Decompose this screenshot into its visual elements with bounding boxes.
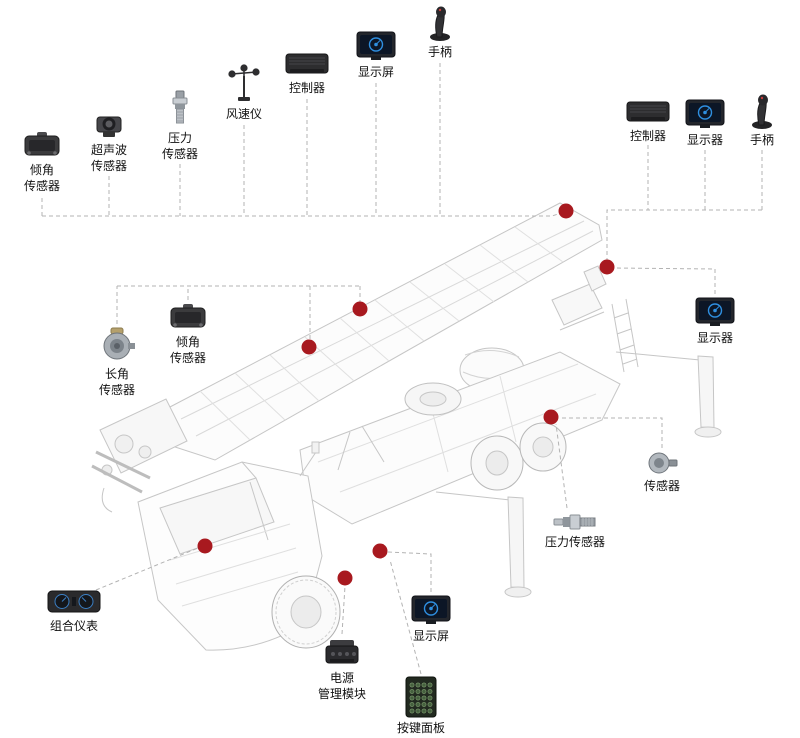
component-tilt-sensor-mid: 倾角 传感器 — [168, 302, 208, 366]
component-label: 压力 传感器 — [161, 131, 199, 161]
component-label: 倾角 传感器 — [23, 163, 60, 193]
sensor-location-dot — [372, 543, 388, 559]
controller-icon — [625, 98, 671, 126]
component-tilt-sensor-top-left: 倾角 传感器 — [22, 130, 62, 194]
component-joystick-right: 手柄 — [749, 92, 775, 149]
tilt-sensor-icon — [168, 302, 208, 332]
component-power-module: 电源 管理模块 — [318, 636, 366, 702]
component-label: 控制器 — [288, 81, 325, 95]
component-label: 超声波 传感器 — [90, 143, 127, 173]
sensor-location-dot — [599, 259, 615, 275]
power-module-icon — [322, 636, 362, 668]
component-ultrasonic-sensor: 超声波 传感器 — [90, 112, 128, 174]
component-label: 显示器 — [696, 331, 733, 345]
component-anemometer: 风速仪 — [226, 64, 262, 123]
component-label: 按键面板 — [396, 721, 446, 735]
component-display-top: 显示屏 — [355, 30, 397, 81]
angle-sensor-icon — [98, 326, 136, 364]
component-label: 倾角 传感器 — [169, 335, 206, 365]
component-sensor-right: 传感器 — [644, 450, 680, 495]
component-label: 长角 传感器 — [98, 367, 135, 397]
sensor-location-dot — [543, 409, 559, 425]
sensor-location-dot — [197, 538, 213, 554]
display-icon — [694, 296, 736, 328]
sensor-location-dot — [337, 570, 353, 586]
controller-icon — [284, 50, 330, 78]
anemometer-icon — [226, 64, 262, 104]
component-display-mid-right: 显示器 — [694, 296, 736, 347]
instrument-cluster-icon — [47, 588, 101, 616]
component-keypad: 按键面板 — [397, 676, 445, 737]
component-label: 控制器 — [629, 129, 666, 143]
display-icon — [355, 30, 397, 62]
tilt-sensor-icon — [22, 130, 62, 160]
component-length-angle-sensor: 长角 传感器 — [98, 326, 136, 398]
joystick-icon — [749, 92, 775, 130]
component-instrument-cluster: 组合仪表 — [47, 588, 101, 635]
component-pressure-sensor-lower: 压力传感器 — [545, 512, 605, 551]
component-label: 电源 管理模块 — [317, 671, 367, 701]
ultrasonic-sensor-icon — [90, 112, 128, 140]
pressure-sensor-icon — [168, 90, 192, 128]
sensor-location-dot — [301, 339, 317, 355]
component-pressure-sensor-top: 压力 传感器 — [162, 90, 198, 162]
component-label: 传感器 — [643, 479, 681, 493]
keypad-icon — [404, 676, 438, 718]
component-label: 手柄 — [749, 133, 774, 147]
joystick-icon — [427, 4, 453, 42]
component-label: 显示屏 — [412, 629, 449, 643]
component-label: 压力传感器 — [544, 535, 606, 549]
sensor-icon — [645, 450, 679, 476]
sensor-location-dot — [352, 301, 368, 317]
component-controller-top: 控制器 — [284, 50, 330, 97]
display-icon — [684, 98, 726, 130]
component-controller-right: 控制器 — [625, 98, 671, 145]
component-display-bottom: 显示屏 — [410, 594, 452, 645]
pressure-sensor-icon — [553, 512, 597, 532]
component-label: 手柄 — [427, 45, 452, 59]
component-label: 风速仪 — [225, 107, 263, 121]
component-display-right: 显示器 — [684, 98, 726, 149]
sensor-location-dot — [558, 203, 574, 219]
display-icon — [410, 594, 452, 626]
component-label: 显示器 — [686, 133, 723, 147]
component-label: 组合仪表 — [49, 619, 98, 633]
component-label: 显示屏 — [357, 65, 394, 79]
component-joystick-top: 手柄 — [427, 4, 453, 61]
